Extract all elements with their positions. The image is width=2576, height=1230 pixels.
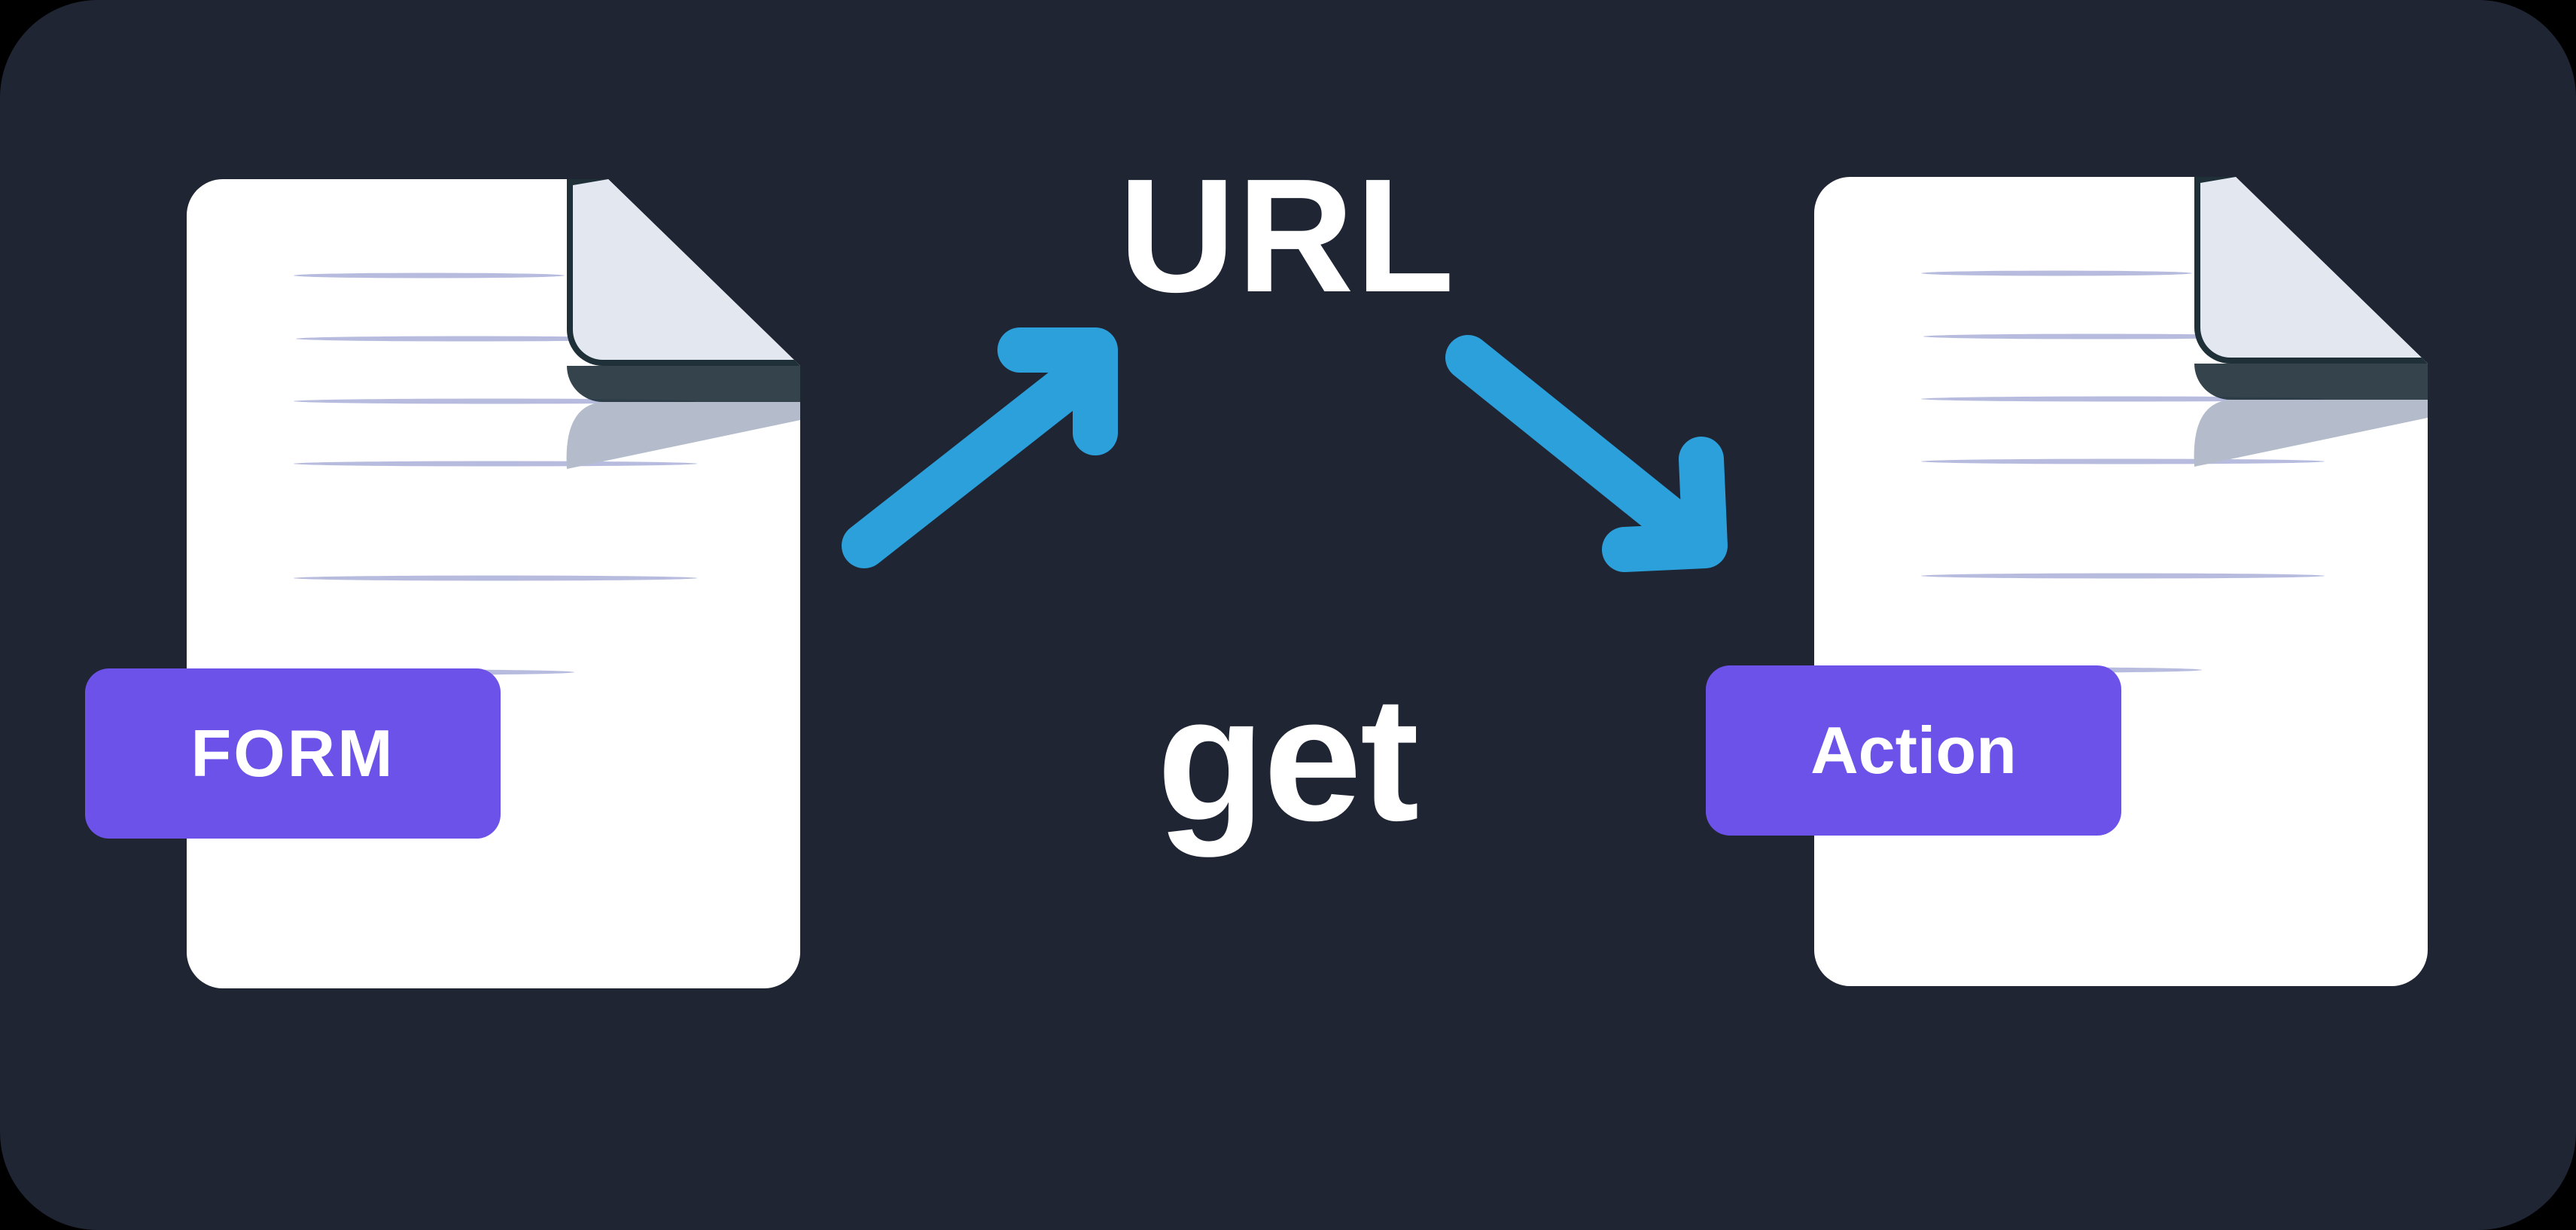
get-label: get (1156, 659, 1420, 857)
form-document (187, 179, 800, 988)
folded-corner (567, 179, 800, 366)
url-label: URL (1119, 145, 1456, 326)
form-badge[interactable]: FORM (85, 668, 501, 839)
action-badge-label: Action (1810, 713, 2017, 787)
rule-line (294, 272, 565, 279)
rule-line (1921, 458, 2325, 464)
fold-shadow (567, 366, 800, 402)
rule-line (296, 336, 642, 342)
action-document (1814, 177, 2428, 986)
arrow-form-to-url-icon (828, 324, 1144, 580)
fold-shadow (2194, 364, 2428, 400)
form-badge-label: FORM (190, 716, 395, 790)
rule-line (294, 461, 697, 467)
fold-cast-shadow (566, 402, 800, 469)
rule-line (1921, 573, 2325, 579)
arrow-url-to-action-icon (1438, 324, 1754, 580)
action-badge[interactable]: Action (1706, 665, 2121, 836)
folded-corner (2194, 177, 2428, 364)
fold-cast-shadow (2194, 400, 2428, 467)
rule-line (1923, 333, 2270, 339)
rule-line (294, 575, 697, 581)
rule-line (1921, 270, 2192, 276)
